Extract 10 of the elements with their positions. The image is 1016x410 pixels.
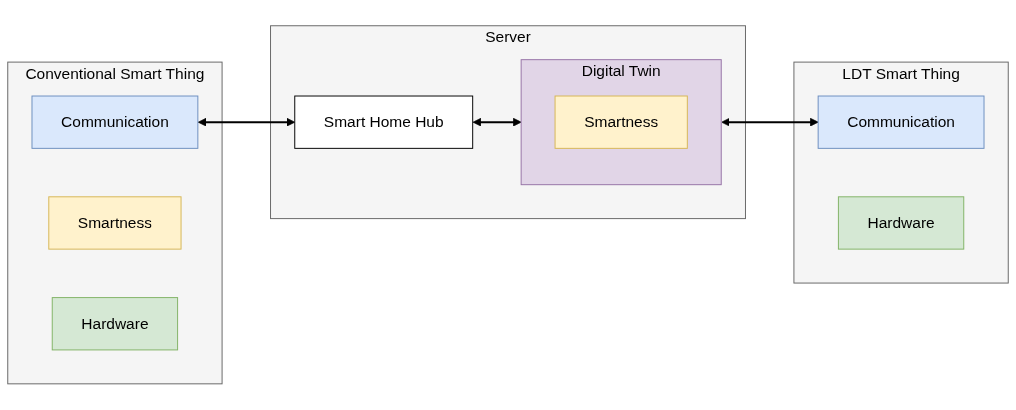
node-box: Communication	[817, 95, 985, 150]
node-box: Communication	[31, 95, 199, 150]
node-box: Smartness	[48, 196, 182, 250]
node-box: Smartness	[554, 95, 688, 150]
arrow	[197, 118, 296, 127]
node-box: Smart Home Hub	[294, 95, 474, 150]
node-box: Hardware	[837, 196, 965, 250]
arrow	[472, 118, 522, 127]
arrow	[721, 118, 819, 127]
node-box: Hardware	[51, 297, 179, 351]
